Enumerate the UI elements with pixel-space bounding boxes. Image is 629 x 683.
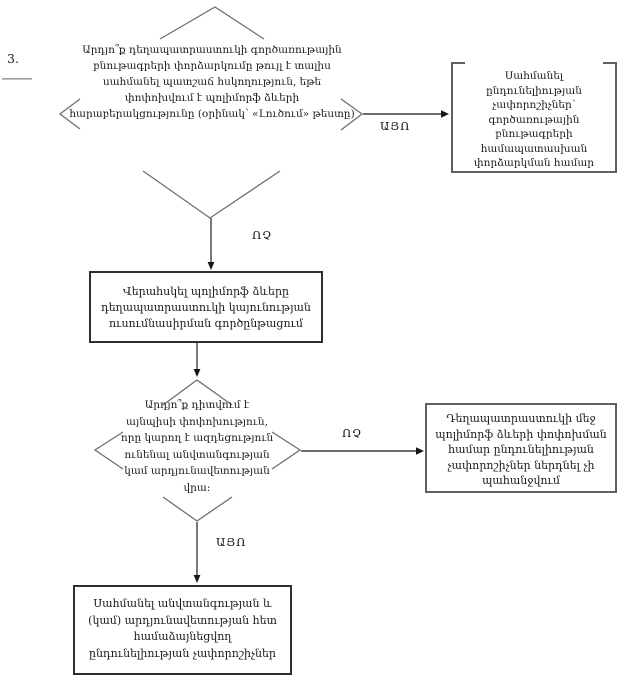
arrow-decision1-no (207, 218, 215, 270)
arrow-middle-to-decision2 (193, 343, 201, 377)
bracket-tick-right (603, 62, 615, 64)
arrow-decision1-yes (363, 110, 449, 118)
bracket-tick-left (453, 62, 465, 64)
process-box-bottom-text: Սահմանել անվտանգության և (կամ) արդյունավ… (88, 597, 277, 660)
process-box-middle-text: Վերահսկել պոլիմորֆ ձևերը դեղապատրաստուկի… (101, 285, 311, 330)
edge-label-yes-top: ԱՅՈ (380, 119, 411, 133)
edge-label-no-mid: ՈՉ (342, 426, 363, 440)
edge-label-yes-bottom: ԱՅՈ (216, 535, 247, 549)
page-number-underline (2, 78, 32, 80)
arrow-decision2-yes (193, 522, 201, 583)
decision1-diamond (58, 6, 364, 219)
edge-label-no-top: ՈՉ (252, 228, 273, 242)
process-box-no-criteria-needed: Դեղապատրաստուկի մեջ պոլիմորֆ ձևերի փոփոխ… (425, 403, 617, 493)
process-box-monitor-polymorph: Վերահսկել պոլիմորֆ ձևերը դեղապատրաստուկի… (89, 271, 323, 343)
process-box-define-criteria-safety: Սահմանել անվտանգության և (կամ) արդյունավ… (73, 585, 292, 675)
decision1-text: Արդյո՞ք դեղապատրաստուկի գործառութային բն… (69, 44, 355, 120)
decision2-text: Արդյո՞ք դիտվում է այնպիսի փոփոխություն, … (120, 399, 274, 494)
process-box-right2-text: Դեղապատրաստուկի մեջ պոլիմորֆ ձևերի փոփոխ… (435, 412, 607, 487)
page-number-label: 3. (7, 51, 19, 66)
process-box-right1-text: Սահմանել ընդունելիության չափորոշիչներ՝ գ… (473, 70, 595, 169)
process-box-define-criteria-functional: Սահմանել ընդունելիության չափորոշիչներ՝ գ… (451, 62, 617, 173)
arrow-decision2-no (301, 447, 424, 455)
decision2-diamond (93, 379, 302, 522)
